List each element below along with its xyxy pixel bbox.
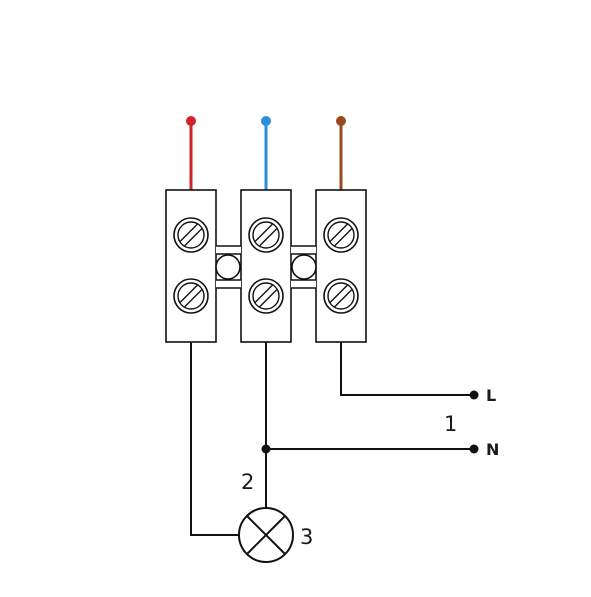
bridge-lower-right: [291, 280, 316, 288]
screw-icon: [173, 278, 209, 314]
screw-icon: [248, 278, 284, 314]
screw-icon: [323, 278, 359, 314]
screw-icon: [248, 217, 284, 253]
junction-dot: [261, 444, 271, 454]
terminal-point-neutral: [469, 444, 479, 454]
mounting-hole-left: [215, 254, 241, 280]
wire-live: [340, 342, 474, 396]
screw-icon: [323, 217, 359, 253]
label-live: L: [486, 386, 496, 405]
brown-wire-end: [336, 116, 346, 126]
terminal-point-live: [469, 390, 479, 400]
wire-switched-to-lamp: [190, 342, 239, 536]
marker-1: 1: [444, 412, 457, 436]
circuit-wires: [190, 342, 474, 536]
red-wire-end: [186, 116, 196, 126]
bridge-upper-left: [216, 246, 241, 254]
bridge-upper-right: [291, 246, 316, 254]
label-neutral: N: [486, 440, 499, 459]
supply-wires: [186, 116, 346, 190]
terminal-block: [165, 189, 367, 343]
marker-2: 2: [241, 470, 254, 494]
mounting-hole-right: [291, 254, 317, 280]
terminal-left: [165, 189, 217, 343]
screws: [173, 217, 359, 314]
terminal-middle: [240, 189, 292, 343]
terminal-right: [315, 189, 367, 343]
screw-icon: [173, 217, 209, 253]
bridge-lower-left: [216, 280, 241, 288]
marker-3: 3: [300, 525, 313, 549]
lamp-icon: [238, 507, 294, 563]
blue-wire-end: [261, 116, 271, 126]
